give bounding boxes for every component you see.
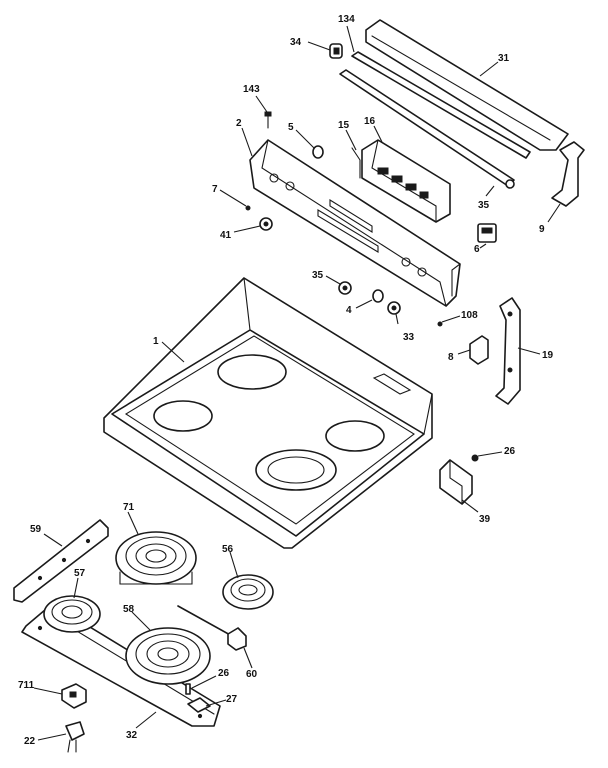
part-34-clip <box>329 43 343 59</box>
part-108-screw <box>437 321 443 327</box>
callout-108: 108 <box>461 310 478 321</box>
callout-71: 71 <box>123 502 135 513</box>
part-2-control-panel <box>249 139 461 307</box>
callout-27: 27 <box>226 694 238 705</box>
callout-32: 32 <box>126 730 138 741</box>
callout-26-lower: 26 <box>218 668 230 679</box>
part-1-cooktop <box>103 277 433 549</box>
leader-lines <box>33 25 561 741</box>
callout-6: 6 <box>474 244 480 255</box>
callout-19: 19 <box>542 350 554 361</box>
part-31-top-trim <box>365 19 569 151</box>
callout-39: 39 <box>479 514 491 525</box>
part-6-switch <box>477 223 497 243</box>
callout-31: 31 <box>498 53 510 64</box>
part-27-clip <box>187 697 211 713</box>
callout-2: 2 <box>236 118 242 129</box>
part-4-knob <box>372 289 384 303</box>
part-5-knob <box>312 145 324 159</box>
callout-22: 22 <box>24 736 36 747</box>
part-15-bracket <box>351 147 361 179</box>
part-60-receptacle <box>177 605 247 651</box>
callout-35-upper: 35 <box>478 200 490 211</box>
part-57-element <box>43 595 101 633</box>
part-16-clock-module <box>361 139 451 223</box>
part-59-support-bar <box>13 519 109 603</box>
part-71-large-element <box>115 531 197 585</box>
part-22-terminal <box>65 721 85 753</box>
callout-15: 15 <box>338 120 350 131</box>
part-7-screw <box>245 205 251 211</box>
callout-labels: 134 34 31 143 2 5 15 16 7 41 35 9 6 35 4… <box>18 14 554 747</box>
callout-1: 1 <box>153 336 159 347</box>
part-58-large-element <box>125 627 211 685</box>
callout-134: 134 <box>338 14 355 25</box>
part-26-screw <box>471 454 479 462</box>
part-19-side-bracket <box>495 297 521 405</box>
callout-711: 711 <box>18 680 35 691</box>
part-8-clip <box>469 335 489 365</box>
callout-59: 59 <box>30 524 42 535</box>
callout-57: 57 <box>74 568 86 579</box>
part-56-small-element <box>222 574 274 610</box>
part-35-rod <box>339 69 515 189</box>
part-33-knob <box>387 301 401 315</box>
part-39-terminal-block <box>439 459 473 505</box>
callout-143: 143 <box>243 84 260 95</box>
callout-33: 33 <box>403 332 415 343</box>
callout-5: 5 <box>288 122 294 133</box>
part-711-bracket <box>61 683 87 709</box>
part-26-lower-screw <box>185 683 191 695</box>
callout-56: 56 <box>222 544 234 555</box>
part-35-knob <box>338 281 352 295</box>
callout-34: 34 <box>290 37 302 48</box>
part-134-trim-strip <box>351 51 531 159</box>
callout-8: 8 <box>448 352 454 363</box>
callout-26-upper: 26 <box>504 446 516 457</box>
callout-7: 7 <box>212 184 218 195</box>
callout-60: 60 <box>246 669 258 680</box>
callout-4: 4 <box>346 305 352 316</box>
callout-41: 41 <box>220 230 232 241</box>
callout-35-lower: 35 <box>312 270 324 281</box>
part-143-screw <box>264 111 272 129</box>
part-9-side-bracket <box>551 141 585 207</box>
callout-16: 16 <box>364 116 376 127</box>
callout-9: 9 <box>539 224 545 235</box>
callout-58: 58 <box>123 604 135 615</box>
part-41-knob <box>259 217 273 231</box>
